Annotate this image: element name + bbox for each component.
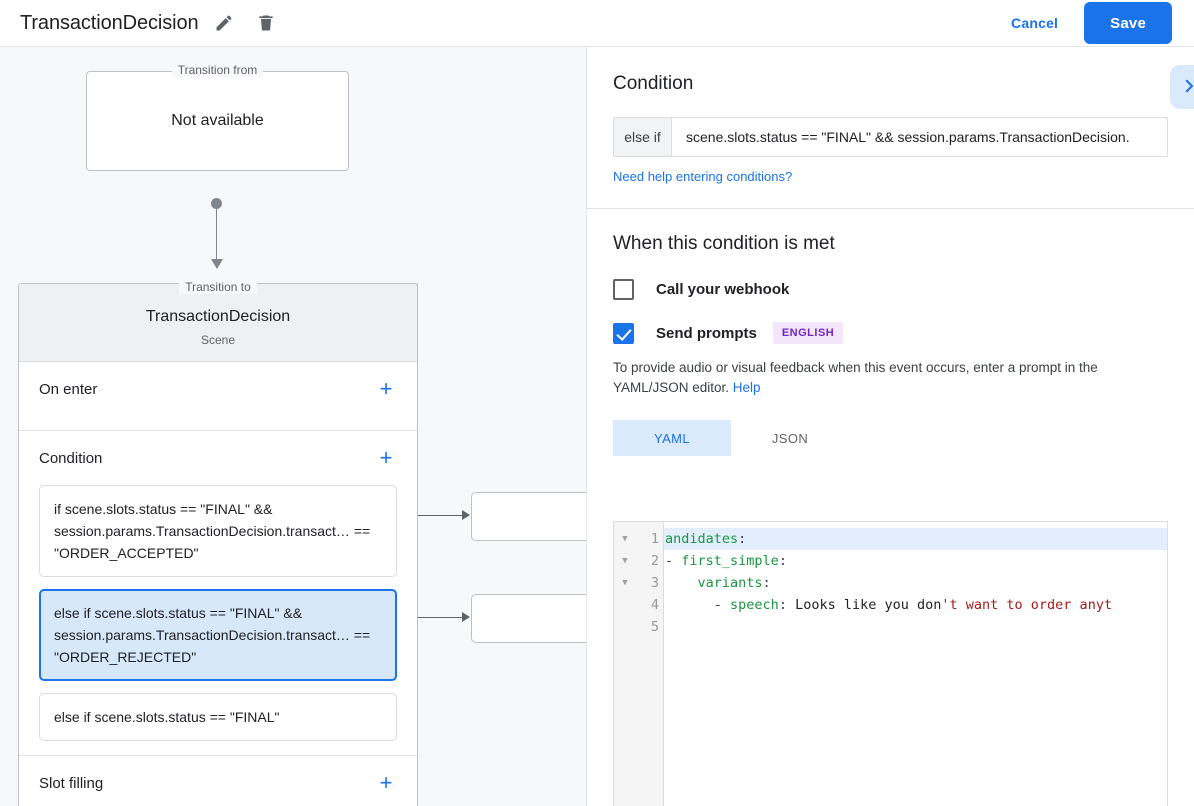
edit-name-button[interactable]	[207, 6, 241, 40]
code-line-number: 2	[650, 553, 659, 569]
code-token-plain	[665, 575, 698, 591]
code-line[interactable]: variants:	[664, 572, 1167, 594]
branch-target-card-2[interactable]	[471, 594, 586, 643]
code-fold-gutter[interactable]: ▼ ▼ ▼	[614, 522, 636, 806]
connector-line	[216, 203, 217, 265]
condition-item-card[interactable]: if scene.slots.status == "FINAL" && sess…	[39, 485, 397, 577]
scene-sections: On enter + Condition + if scene.slots.status…	[19, 362, 417, 806]
condition-section-title: Condition	[613, 73, 694, 94]
code-line[interactable]: - first_simple:	[664, 550, 1167, 572]
branch-target-card-1[interactable]	[471, 492, 586, 541]
code-fold-toggle-icon[interactable]: ▼	[622, 578, 628, 588]
save-button[interactable]: Save	[1084, 2, 1172, 44]
code-token-key: speech	[730, 597, 779, 613]
send-prompts-help-link[interactable]: Help	[732, 380, 761, 395]
section-title: On enter	[39, 380, 98, 398]
cancel-button[interactable]: Cancel	[997, 6, 1072, 40]
code-line-number: 1	[650, 531, 659, 547]
send-prompts-label: Send prompts	[656, 324, 757, 342]
trash-icon	[256, 13, 276, 33]
section-header: Condition +	[39, 431, 397, 485]
send-prompts-option-row[interactable]: Send prompts ENGLISH	[613, 322, 1168, 344]
section-header: Slot filling +	[39, 756, 397, 806]
call-webhook-checkbox[interactable]	[613, 279, 634, 300]
code-fold-empty	[614, 616, 636, 638]
scene-name: TransactionDecision	[145, 308, 291, 325]
condition-item-card-selected[interactable]: else if scene.slots.status == "FINAL" &&…	[39, 589, 397, 681]
send-prompts-help-text: To provide audio or visual feedback when…	[613, 358, 1168, 398]
delete-button[interactable]	[249, 6, 283, 40]
call-webhook-label: Call your webhook	[656, 281, 790, 298]
code-fold-empty	[614, 594, 636, 616]
code-token-punct: :	[778, 553, 787, 569]
when-condition-met-title: When this condition is met	[613, 233, 835, 254]
scene-section-on-enter: On enter +	[19, 362, 417, 431]
send-prompts-help-copy: To provide audio or visual feedback when…	[613, 360, 1098, 395]
plus-icon[interactable]: +	[379, 445, 393, 470]
scene-section-slot-filling: Slot filling+Slot validation	[19, 756, 417, 806]
branch-connector-line-2	[403, 617, 465, 618]
connector-arrowhead-icon	[211, 259, 223, 269]
condition-input-row[interactable]: else if	[613, 117, 1168, 157]
details-panel: Condition else if Need help entering con…	[586, 47, 1194, 806]
branch-arrowhead-icon-1	[462, 510, 470, 520]
code-token-key: first_simple	[681, 553, 779, 569]
pencil-icon	[214, 13, 234, 33]
condition-prefix-label: else if	[614, 118, 672, 156]
branch-arrowhead-icon-2	[462, 612, 470, 622]
code-token-key: andidates	[665, 531, 739, 547]
language-badge: ENGLISH	[772, 322, 844, 344]
tab-yaml[interactable]: YAML	[613, 420, 731, 456]
section-title: Condition	[39, 449, 103, 467]
branch-connector-line-1	[403, 515, 465, 516]
condition-expression-input[interactable]	[672, 118, 1167, 156]
code-fold-toggle-icon[interactable]: ▼	[622, 534, 628, 544]
code-line-number: 3	[650, 575, 659, 591]
when-condition-met-section: When this condition is met Call your web…	[587, 209, 1194, 456]
tab-json[interactable]: JSON	[731, 420, 849, 456]
section-header: On enter +	[39, 362, 397, 416]
transition-from-box	[86, 71, 349, 171]
condition-item-card[interactable]: else if scene.slots.status == "FINAL"	[39, 693, 397, 741]
webhook-option-row[interactable]: Call your webhook	[613, 279, 1168, 300]
scene-type: Scene	[200, 333, 236, 347]
scene-card[interactable]: TransactionDecision Scene On enter+Condi…	[18, 283, 418, 806]
chevron-right-icon	[1180, 77, 1194, 98]
code-token-dash: -	[665, 597, 731, 613]
code-line[interactable]: andidates:	[664, 528, 1167, 550]
code-line[interactable]	[664, 616, 1167, 638]
code-token-plain: Looks like you don	[795, 597, 942, 613]
plus-icon[interactable]: +	[379, 770, 393, 795]
page-title: TransactionDecision	[20, 11, 199, 34]
transition-from-value: Not available	[171, 112, 264, 129]
scene-graph-canvas[interactable]: Transition from Not available Transition…	[0, 47, 586, 806]
code-token-dash: -	[665, 553, 682, 569]
code-token-str: 't want to order anyt	[941, 597, 1113, 613]
code-token-key: variants	[697, 575, 763, 591]
collapse-panel-button[interactable]	[1170, 65, 1194, 109]
scene-section-condition: Condition + if scene.slots.status == "FINA…	[19, 431, 417, 756]
app-header: TransactionDecision Cancel Save	[0, 0, 1194, 47]
condition-help-link[interactable]: Need help entering conditions?	[613, 169, 793, 184]
code-fold-toggle-icon[interactable]: ▼	[622, 556, 628, 566]
scene-card-header: TransactionDecision Scene	[19, 284, 417, 362]
code-token-punct: :	[762, 575, 771, 591]
send-prompts-checkbox[interactable]	[613, 322, 634, 344]
code-line-number-gutter: 1 2 3 4 5	[636, 522, 664, 806]
code-token-punct: :	[738, 531, 747, 547]
code-line[interactable]: - speech: Looks like you don't want to o…	[664, 594, 1167, 616]
code-content-area[interactable]: andidates:- first_simple: variants: - sp…	[664, 522, 1167, 806]
code-line-number: 5	[650, 619, 659, 635]
section-title: Slot filling	[39, 774, 104, 792]
plus-icon[interactable]: +	[379, 376, 393, 401]
code-line-number: 4	[650, 597, 659, 613]
condition-section: Condition else if Need help entering con…	[587, 47, 1194, 209]
code-token-punct: :	[778, 597, 796, 613]
